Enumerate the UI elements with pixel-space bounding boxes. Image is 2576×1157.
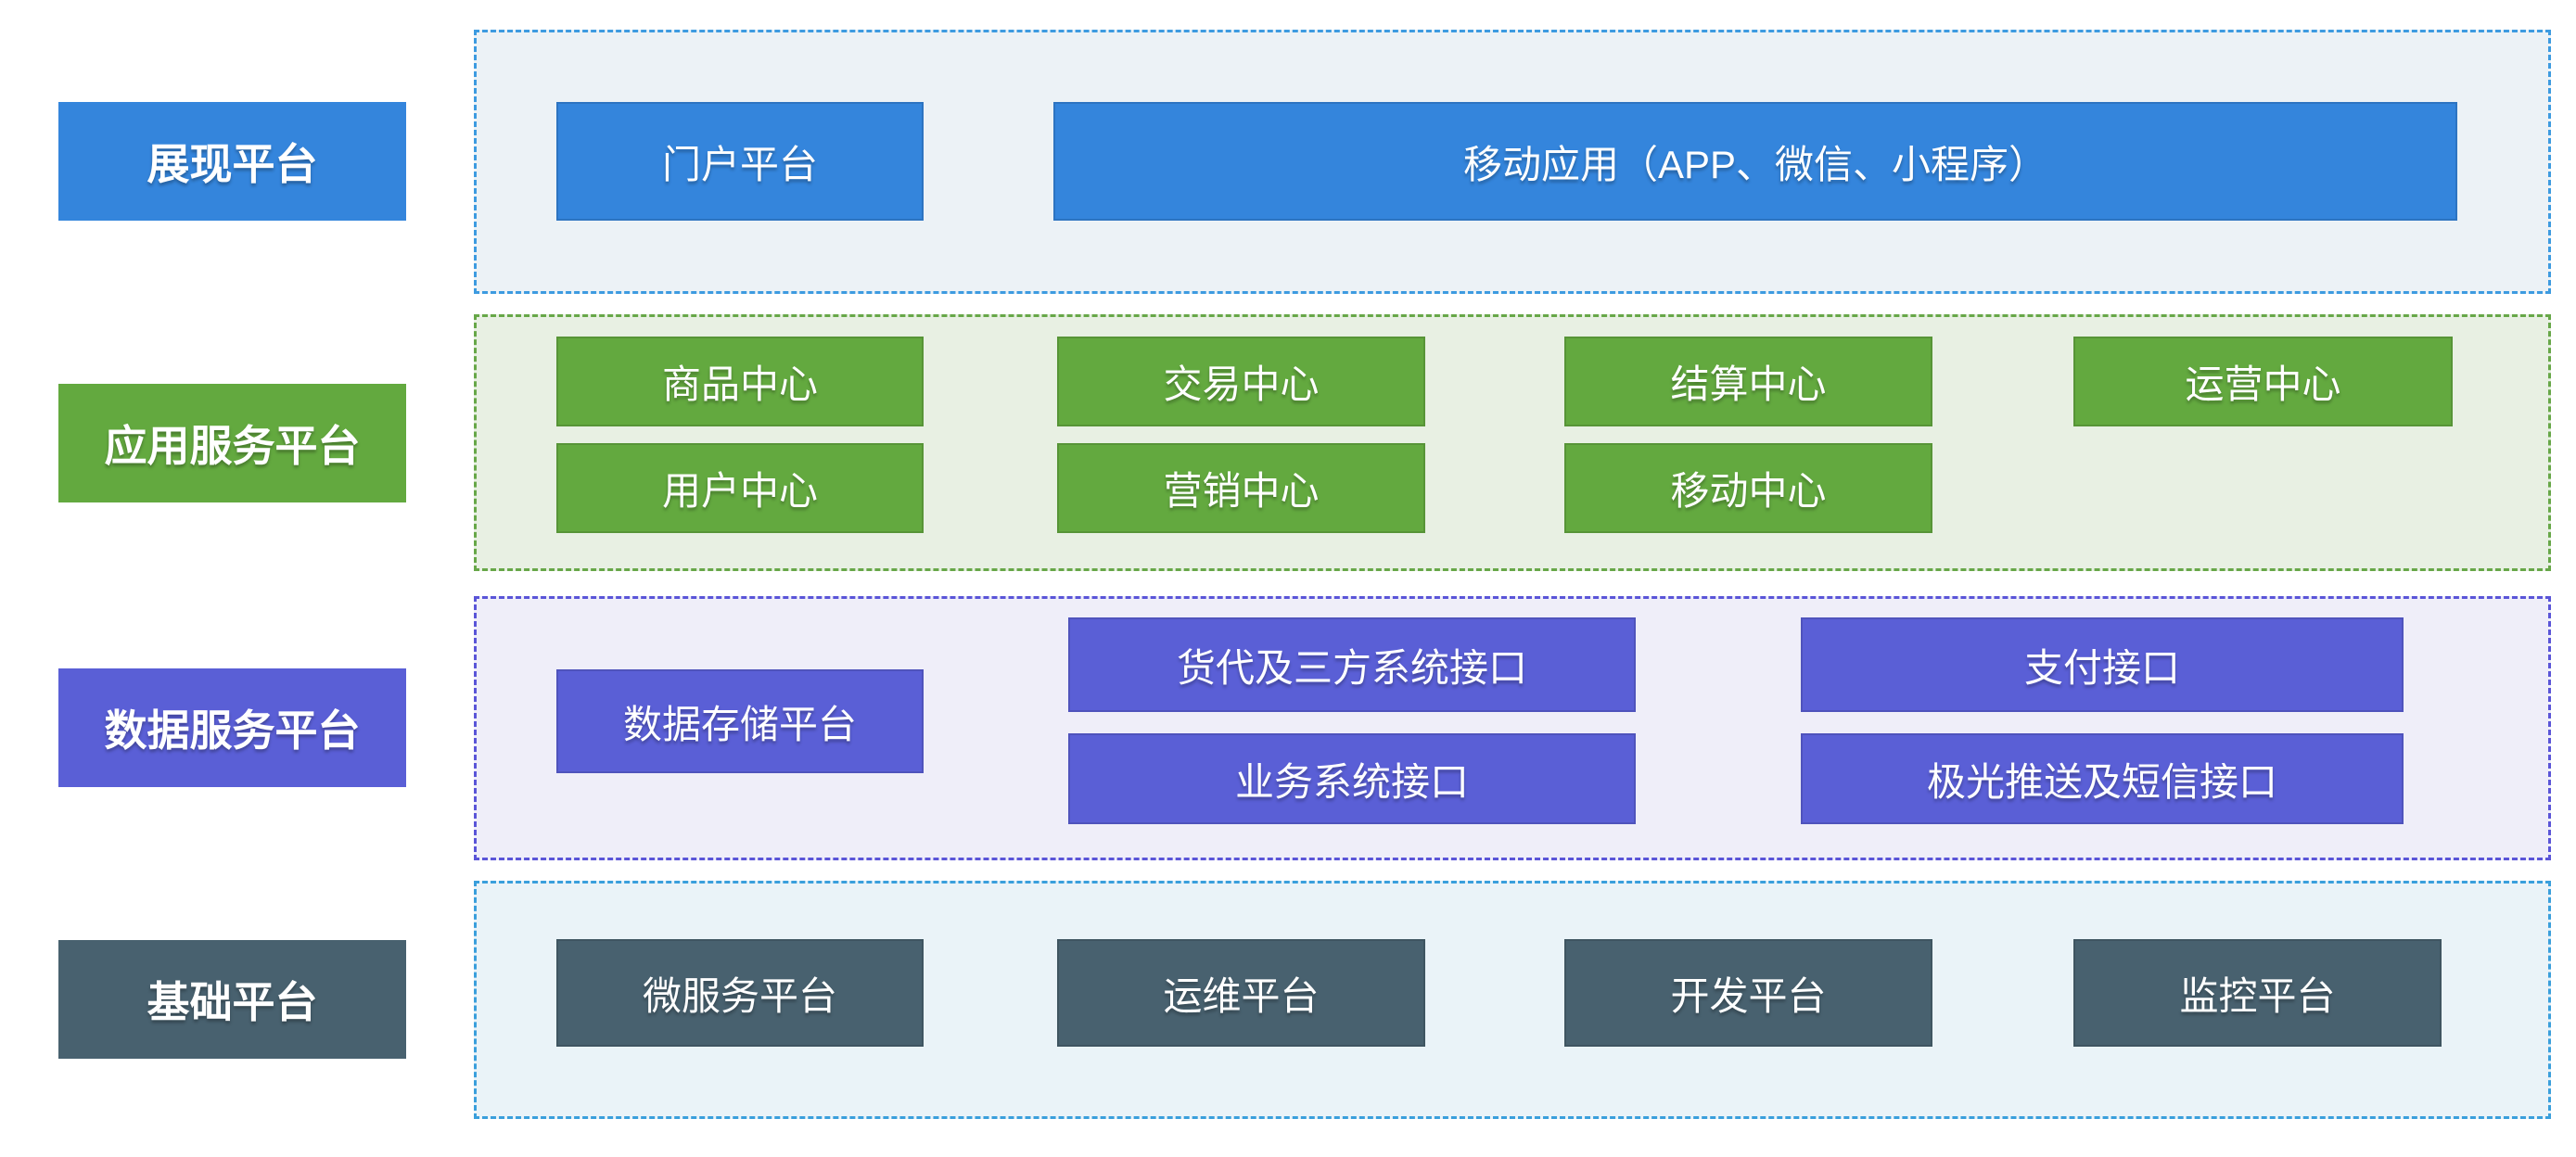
application-layer-container: 商品中心 交易中心 结算中心 运营中心 用户中心 营销中心 移动中心 (474, 314, 2551, 571)
user-center-box: 用户中心 (556, 443, 924, 533)
payment-api-box: 支付接口 (1801, 617, 2404, 712)
business-system-api-box: 业务系统接口 (1068, 733, 1636, 824)
layer-label-application: 应用服务平台 (58, 384, 406, 502)
data-service-layer-container: 数据存储平台 货代及三方系统接口 业务系统接口 支付接口 极光推送及短信接口 (474, 596, 2551, 860)
layer-label-data-service: 数据服务平台 (58, 668, 406, 787)
microservice-platform-box: 微服务平台 (556, 939, 924, 1047)
presentation-layer-container: 门户平台 移动应用（APP、微信、小程序） (474, 30, 2551, 294)
marketing-center-box: 营销中心 (1057, 443, 1425, 533)
operation-center-box: 运营中心 (2073, 337, 2453, 426)
mobile-center-box: 移动中心 (1564, 443, 1932, 533)
trade-center-box: 交易中心 (1057, 337, 1425, 426)
ops-platform-box: 运维平台 (1057, 939, 1425, 1047)
settlement-center-box: 结算中心 (1564, 337, 1932, 426)
jpush-sms-api-box: 极光推送及短信接口 (1801, 733, 2404, 824)
monitor-platform-box: 监控平台 (2073, 939, 2442, 1047)
portal-platform-box: 门户平台 (556, 102, 924, 221)
mobile-app-box: 移动应用（APP、微信、小程序） (1053, 102, 2457, 221)
layer-label-base: 基础平台 (58, 940, 406, 1059)
product-center-box: 商品中心 (556, 337, 924, 426)
base-layer-container: 微服务平台 运维平台 开发平台 监控平台 (474, 881, 2551, 1119)
layer-label-presentation: 展现平台 (58, 102, 406, 221)
forwarder-third-party-api-box: 货代及三方系统接口 (1068, 617, 1636, 712)
dev-platform-box: 开发平台 (1564, 939, 1932, 1047)
data-storage-platform-box: 数据存储平台 (556, 669, 924, 773)
